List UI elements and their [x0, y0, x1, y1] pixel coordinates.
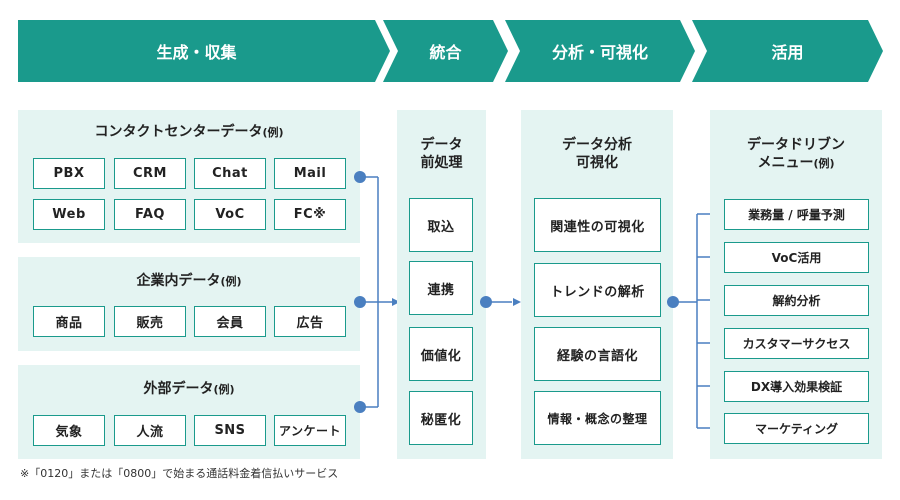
panel-title-text: 企業内データ — [136, 273, 221, 289]
analysis-step: トレンドの解析 — [534, 263, 661, 317]
panel-title-text: 外部データ — [143, 381, 214, 397]
analysis-step: 経験の言語化 — [534, 327, 661, 381]
source-item: Mail — [274, 158, 346, 189]
stage-label-utilize: 活用 — [771, 43, 804, 62]
panel-external-data: 外部データ(例) 気象 人流 SNS アンケート — [18, 365, 360, 459]
preprocess-step: 連携 — [409, 261, 473, 315]
preprocess-step: 価値化 — [409, 327, 473, 381]
panel-title: 企業内データ(例) — [18, 272, 360, 291]
panel-title: コンタクトセンターデータ(例) — [18, 123, 360, 142]
panel-title: データ 前処理 — [397, 136, 486, 172]
panel-analysis: データ分析 可視化 関連性の可視化 トレンドの解析 経験の言語化 情報・概念の整… — [521, 110, 673, 459]
panel-title-line2: 前処理 — [420, 155, 463, 171]
source-item: 商品 — [33, 306, 105, 337]
stage-label-collect: 生成・収集 — [156, 43, 237, 62]
panel-contact-center-data: コンタクトセンターデータ(例) PBX CRM Chat Mail Web FA… — [18, 110, 360, 243]
panel-title-line2: メニュー — [757, 155, 814, 171]
stage-arrow-1 — [18, 20, 390, 82]
source-item: 気象 — [33, 415, 105, 446]
preprocess-step: 秘匿化 — [409, 391, 473, 445]
stage-arrow-4 — [692, 20, 883, 82]
panel-title-line1: データ — [420, 137, 463, 153]
stage-arrow-band — [18, 20, 883, 82]
panel-internal-data: 企業内データ(例) 商品 販売 会員 広告 — [18, 257, 360, 351]
stage-label-analyze: 分析・可視化 — [551, 43, 648, 62]
panel-title-suffix: (例) — [813, 157, 835, 170]
source-item: 広告 — [274, 306, 346, 337]
menu-item: VoC活用 — [724, 242, 869, 273]
stage-arrow-2 — [383, 20, 508, 82]
panel-preprocessing: データ 前処理 取込 連携 価値化 秘匿化 — [397, 110, 486, 459]
panel-title-text: コンタクトセンターデータ — [94, 124, 263, 140]
panel-title-suffix: (例) — [220, 275, 242, 288]
panel-title: 外部データ(例) — [18, 380, 360, 399]
source-item: Web — [33, 199, 105, 230]
source-item: 販売 — [114, 306, 186, 337]
source-item: 人流 — [114, 415, 186, 446]
panel-title-line1: データ分析 — [562, 137, 632, 153]
stage-label-integrate: 統合 — [429, 43, 462, 62]
source-item: FC※ — [274, 199, 346, 230]
panel-title: データ分析 可視化 — [521, 136, 673, 172]
source-item: Chat — [194, 158, 266, 189]
analysis-step: 関連性の可視化 — [534, 198, 661, 252]
panel-title-line2: 可視化 — [576, 155, 618, 171]
menu-item: DX導入効果検証 — [724, 371, 869, 402]
panel-title-suffix: (例) — [213, 383, 235, 396]
source-item: VoC — [194, 199, 266, 230]
preprocess-step: 取込 — [409, 198, 473, 252]
menu-item: 解約分析 — [724, 285, 869, 316]
source-item: SNS — [194, 415, 266, 446]
panel-title-suffix: (例) — [262, 126, 284, 139]
footnote: ※「0120」または「0800」で始まる通話料金着信払いサービス — [20, 467, 339, 480]
panel-title: データドリブン メニュー(例) — [710, 136, 882, 173]
source-item: CRM — [114, 158, 186, 189]
source-item: 会員 — [194, 306, 266, 337]
source-item: アンケート — [274, 415, 346, 446]
source-item: FAQ — [114, 199, 186, 230]
panel-title-line1: データドリブン — [747, 137, 845, 153]
menu-item: カスタマーサクセス — [724, 328, 869, 359]
stage-arrow-3 — [505, 20, 695, 82]
menu-item: マーケティング — [724, 413, 869, 444]
panel-utilization: データドリブン メニュー(例) 業務量 / 呼量予測 VoC活用 解約分析 カス… — [710, 110, 882, 459]
source-item: PBX — [33, 158, 105, 189]
menu-item: 業務量 / 呼量予測 — [724, 199, 869, 230]
analysis-step: 情報・概念の整理 — [534, 391, 661, 445]
